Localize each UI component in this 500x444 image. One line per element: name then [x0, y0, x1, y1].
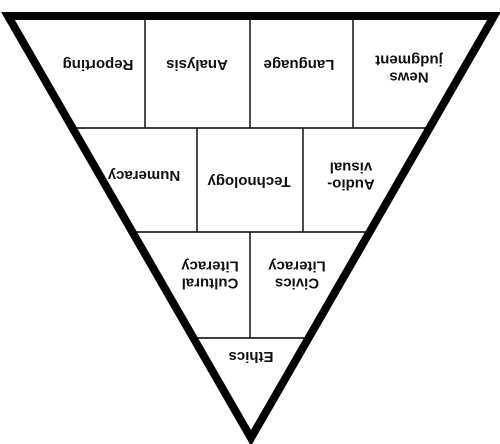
- label-cultural: Cultural: [182, 275, 239, 292]
- label-cultural-literacy: Literacy: [181, 258, 239, 275]
- label-civics-literacy: Literacy: [268, 258, 326, 275]
- label-numeracy: Numeracy: [107, 167, 180, 184]
- label-technology: Technology: [207, 173, 291, 190]
- label-analysis: Analysis: [166, 56, 228, 73]
- label-judgment: judgment: [375, 52, 444, 69]
- label-news: News: [389, 69, 428, 86]
- label-language: Language: [264, 56, 335, 73]
- label-ethics: Ethics: [228, 348, 273, 365]
- label-reporting: Reporting: [63, 56, 134, 73]
- pyramid-grid-lines: [72, 16, 430, 339]
- label-visual: visual: [330, 159, 373, 176]
- pyramid-outline: [1, 12, 500, 444]
- label-audio: Audio-: [327, 176, 374, 193]
- label-civics: Civics: [275, 275, 319, 292]
